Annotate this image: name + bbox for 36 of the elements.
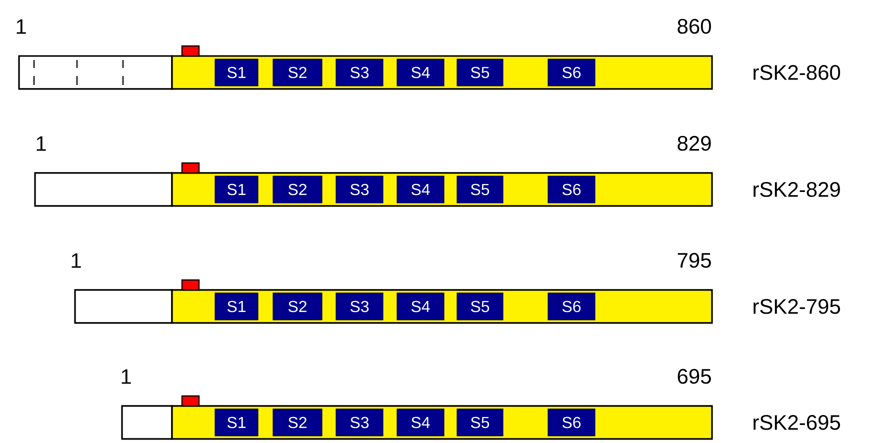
segment-box: S3 (336, 58, 384, 86)
position-number: 1 (122, 369, 131, 384)
construct-name: rSK2-829 (754, 182, 840, 197)
segment-box: S6 (548, 408, 596, 436)
segment-box: S5 (456, 176, 504, 204)
segment-box: S6 (548, 176, 596, 204)
position-number: 860 (678, 18, 711, 34)
segment-box: S6 (548, 292, 596, 320)
position-number: 1 (72, 253, 81, 268)
segment-box: S4 (396, 408, 444, 436)
segment-box: S2 (272, 408, 322, 436)
segment-box: S1 (214, 408, 258, 436)
segment-box: S1 (214, 292, 258, 320)
position-number: 829 (678, 136, 711, 151)
segment-box: S2 (272, 58, 322, 86)
segment-box: S4 (396, 58, 444, 86)
position-number: 795 (678, 252, 711, 268)
segment-box: S3 (336, 292, 384, 320)
position-number: 1 (16, 19, 26, 34)
segment-box: S1 (214, 176, 258, 204)
segment-box: S4 (396, 292, 444, 320)
segment-box: S2 (272, 292, 322, 320)
segment-box: S3 (336, 408, 384, 436)
segment-box: S1 (214, 58, 258, 86)
segment-box: S6 (548, 58, 596, 86)
segment-box: S3 (336, 176, 384, 204)
position-number: 695 (678, 368, 711, 384)
segment-box: S5 (456, 292, 504, 320)
construct-name: rSK2-860 (754, 65, 840, 80)
construct-name: rSK2-795 (754, 299, 840, 314)
segment-box: S2 (272, 176, 322, 204)
segment-box: S5 (456, 408, 504, 436)
segment-box: S5 (456, 58, 504, 86)
position-number: 1 (36, 136, 46, 151)
construct-name: rSK2-695 (754, 415, 840, 430)
segment-box: S4 (396, 176, 444, 204)
